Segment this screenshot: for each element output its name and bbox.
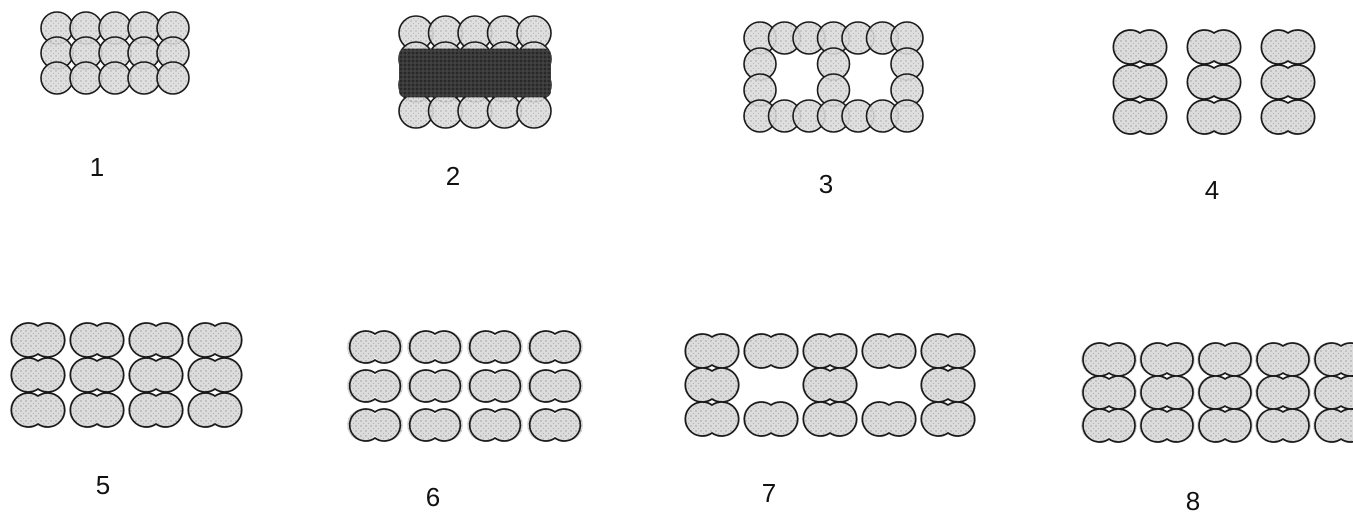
pair-lobe-fill: [551, 331, 583, 363]
figure-8: [1081, 343, 1353, 442]
pair-lobe-fill: [1278, 376, 1311, 409]
figure-4: [1113, 30, 1315, 134]
pair-lobe-fill: [371, 331, 403, 363]
molecule-circle: [99, 62, 131, 94]
figure-5-label: 5: [96, 470, 110, 500]
molecule-circle: [128, 62, 160, 94]
pair-lobe-fill: [1220, 343, 1253, 376]
figure-6-label: 6: [426, 482, 440, 512]
figure-2-label: 2: [446, 161, 460, 191]
pair-lobe-fill: [551, 370, 583, 402]
pair-lobe-fill: [551, 409, 583, 441]
molecule-circle: [41, 62, 73, 94]
pair-lobe-fill: [1104, 376, 1137, 409]
figure-4-label: 4: [1205, 175, 1219, 205]
pair-lobe-fill: [371, 370, 403, 402]
pair-lobe-fill: [371, 409, 403, 441]
figure-2: [399, 16, 551, 128]
molecule-circle: [70, 62, 102, 94]
figure-3: [744, 22, 923, 132]
pair-lobe-fill: [1162, 409, 1195, 442]
pair-lobe-fill: [1278, 343, 1311, 376]
figure-3-label: 3: [819, 169, 833, 199]
pair-lobe-fill: [1220, 409, 1253, 442]
figure-5: [10, 323, 243, 427]
figure-1: [41, 12, 189, 94]
pair-lobe-fill: [431, 331, 463, 363]
molecule-circle: [891, 100, 923, 132]
figure-1-label: 1: [90, 152, 104, 182]
figure-8-label: 8: [1186, 486, 1200, 516]
pair-lobe-fill: [1220, 376, 1253, 409]
pair-lobe-fill: [491, 370, 523, 402]
figure-6: [347, 331, 583, 441]
molecule-circle: [157, 62, 189, 94]
pair-lobe-fill: [431, 409, 463, 441]
pair-lobe-fill: [1162, 343, 1195, 376]
pair-lobe-fill: [491, 331, 523, 363]
pair-lobe-fill: [1278, 409, 1311, 442]
pair-lobe-fill: [431, 370, 463, 402]
pair-lobe-fill: [1104, 409, 1137, 442]
figure-7-label: 7: [762, 478, 776, 508]
pair-lobe-fill: [491, 409, 523, 441]
figure-7: [684, 334, 976, 436]
molecule-circle: [517, 94, 551, 128]
dark-band: [399, 49, 551, 98]
pair-lobe-fill: [1104, 343, 1137, 376]
pair-lobe-fill: [1162, 376, 1195, 409]
